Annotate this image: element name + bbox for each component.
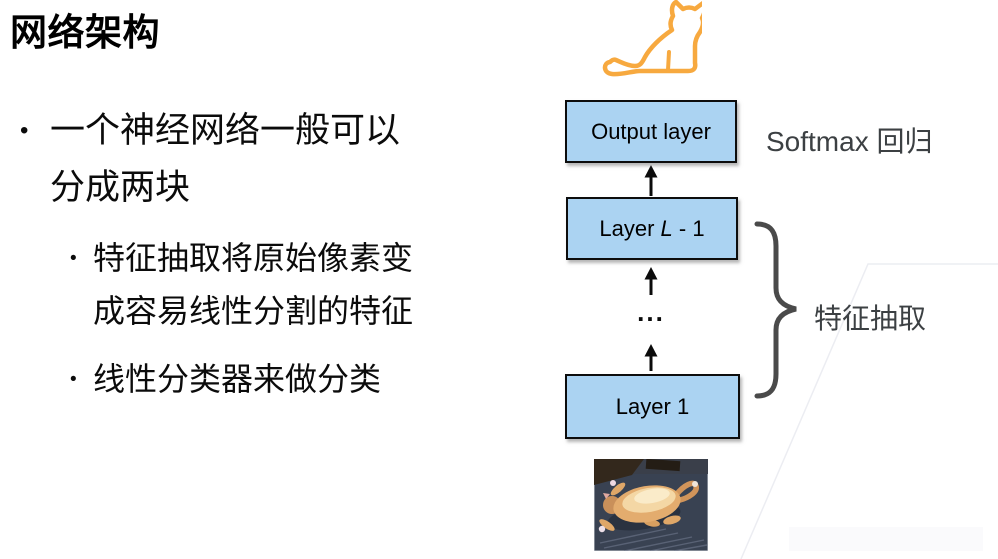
feature-extraction-label: 特征抽取 <box>814 303 927 334</box>
layer-label-variable: L <box>660 215 673 241</box>
cat-front-leg-line <box>666 50 671 72</box>
up-arrow <box>644 267 658 295</box>
ellipsis-label: ... <box>637 297 665 327</box>
photo-wood-floor <box>594 459 644 485</box>
cat-tail-tip <box>692 481 698 487</box>
cat-paw <box>610 480 616 486</box>
bullet-line: 分成两块 <box>50 168 191 207</box>
watermark-rect <box>789 527 983 551</box>
up-arrow <box>644 165 658 196</box>
cat-sunlight-highlight <box>634 488 670 504</box>
bullet-line: 成容易线性分割的特征 <box>93 293 414 329</box>
main-bullet-text: 一个神经网络一般可以 分成两块 <box>50 102 400 216</box>
bullet-line: 特征抽取将原始像素变 <box>93 240 414 276</box>
layer-l-minus-1-box: Layer L - 1 <box>566 197 738 260</box>
cat-photo <box>594 459 708 551</box>
cat-paw <box>598 525 606 533</box>
cat-leg <box>599 519 615 531</box>
output-layer-label: Output layer <box>591 118 711 144</box>
cat-outline-icon <box>602 0 702 77</box>
cat-outline-path <box>602 0 702 77</box>
cat-leg <box>610 482 626 496</box>
layer-label-suffix: - 1 <box>672 215 705 241</box>
bullet-marker: • <box>70 369 77 390</box>
softmax-regression-label: Softmax 回归 <box>766 126 933 157</box>
bullet-list: • 一个神经网络一般可以 分成两块 • 特征抽取将原始像素变 成容易线性分割的特… <box>20 102 413 406</box>
bullet-line: 一个神经网络一般可以 <box>50 111 401 150</box>
layer-label-prefix: Layer <box>599 215 661 241</box>
layer-1-box: Layer 1 <box>565 374 740 439</box>
photo-dark-shelf <box>645 459 681 472</box>
photo-fabric-stripes <box>599 528 708 551</box>
main-bullet: • 一个神经网络一般可以 分成两块 <box>20 102 413 216</box>
output-layer-box: Output layer <box>565 100 737 163</box>
cat-leg <box>663 515 681 525</box>
sub-bullet: • 线性分类器来做分类 <box>70 353 413 406</box>
cat-ear <box>603 493 610 499</box>
layer-l-minus-1-label: Layer L - 1 <box>599 216 704 242</box>
layer-1-label: Layer 1 <box>615 393 690 419</box>
page-title: 网络架构 <box>10 12 160 53</box>
curly-brace <box>754 221 797 399</box>
sub-bullet-list: • 特征抽取将原始像素变 成容易线性分割的特征 • 线性分类器来做分类 <box>70 232 413 406</box>
sub-bullet-text: 特征抽取将原始像素变 成容易线性分割的特征 <box>93 232 413 338</box>
bullet-marker: • <box>20 117 29 144</box>
bullet-marker: • <box>70 248 77 269</box>
sub-bullet: • 特征抽取将原始像素变 成容易线性分割的特征 <box>70 232 413 338</box>
bullet-line: 线性分类器来做分类 <box>93 361 382 397</box>
up-arrow <box>644 344 658 371</box>
